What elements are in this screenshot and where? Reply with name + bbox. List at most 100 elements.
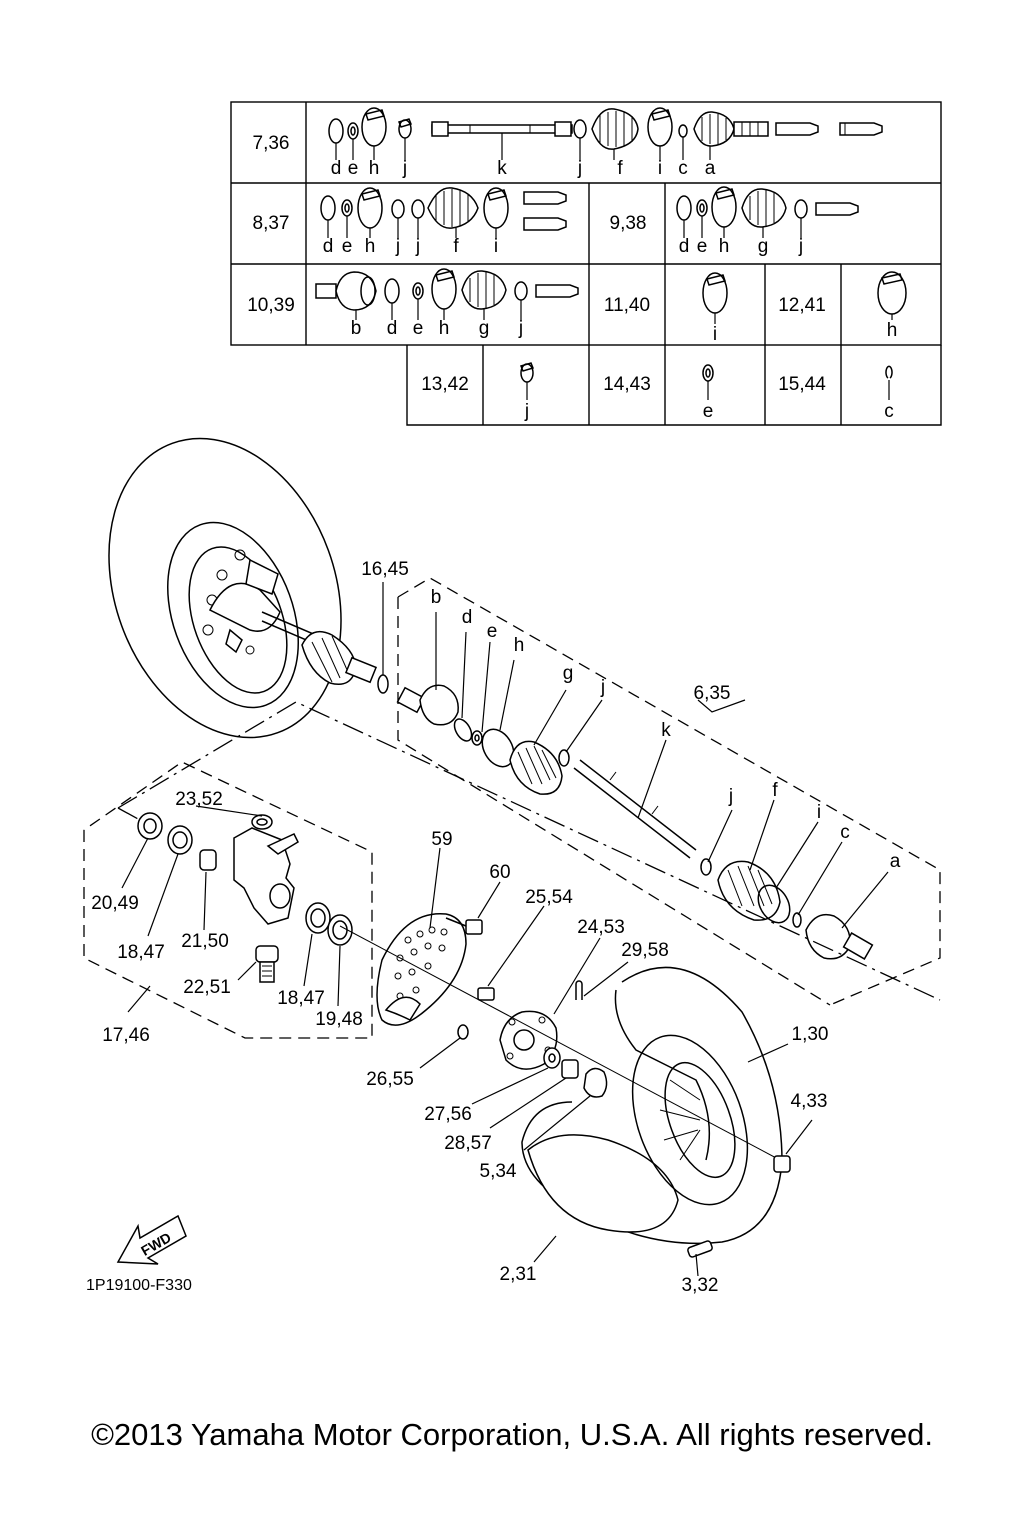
kit-part-letter: i — [494, 236, 498, 257]
callout-20-49: 20,49 — [91, 893, 139, 914]
kit-part-letter: e — [413, 318, 424, 339]
kit-row-10-39-leaders — [355, 299, 522, 320]
axle-part-letter: j — [728, 786, 733, 807]
kit-row-10-39-parts — [315, 268, 579, 311]
kit-part-letter: c — [678, 158, 688, 179]
callout-2-31: 2,31 — [500, 1264, 537, 1285]
axle-part-letter: k — [661, 720, 671, 741]
kit-part-letter: e — [697, 236, 708, 257]
kit-part-letter: i — [713, 324, 717, 345]
axle-assembly-parts — [377, 674, 874, 960]
callout-16-45: 16,45 — [361, 559, 409, 580]
kit-small-parts — [519, 362, 893, 400]
axle-part-letter: g — [563, 663, 574, 684]
kit-part-letter: h — [365, 236, 376, 257]
callout-1-30: 1,30 — [792, 1024, 829, 1045]
callout-19-48: 19,48 — [315, 1009, 363, 1030]
axle-part-letter: h — [514, 635, 525, 656]
callout-21-50: 21,50 — [181, 931, 229, 952]
kit-row-9-38-parts — [676, 186, 859, 228]
kit-part-letter: j — [402, 158, 407, 179]
kit-row-label: 9,38 — [610, 213, 647, 234]
kit-table: 7,36 8,37 9,38 10,39 11,40 12,41 13,42 1… — [230, 101, 942, 426]
callout-18-47-inner: 18,47 — [277, 988, 325, 1009]
kit-row-7-36-parts — [328, 107, 883, 150]
axle-assembly-box — [397, 577, 941, 1006]
callout-27-56: 27,56 — [424, 1104, 472, 1125]
kit-part-letter: j — [798, 236, 803, 257]
callout-29-58: 29,58 — [621, 940, 669, 961]
kit-part-letter: f — [617, 158, 623, 179]
kit-part-letter: c — [884, 401, 894, 422]
callout-6-35: 6,35 — [694, 683, 731, 704]
kit-part-letter: j — [577, 158, 582, 179]
kit-part-letter: e — [703, 401, 714, 422]
kit-part-letter: j — [524, 401, 529, 422]
callout-28-57: 28,57 — [444, 1133, 492, 1154]
kit-part-letter: i — [658, 158, 662, 179]
kit-row-label: 11,40 — [604, 295, 650, 316]
axle-part-letter: f — [772, 780, 778, 801]
kit-part-letter: f — [453, 236, 459, 257]
kit-part-letter: e — [342, 236, 353, 257]
hub-parts — [339, 881, 781, 1161]
callout-18-47-outer: 18,47 — [117, 942, 165, 963]
callout-25-54: 25,54 — [525, 887, 573, 908]
axle-part-letter: c — [840, 822, 850, 843]
axle-part-letter: a — [890, 851, 901, 872]
knuckle-assembly-box — [83, 701, 941, 1039]
kit-row-label: 12,41 — [778, 295, 826, 316]
callout-24-53: 24,53 — [577, 917, 625, 938]
kit-part-letter: e — [348, 158, 359, 179]
assembled-wheel-illustration — [108, 437, 378, 739]
kit-part-letter: h — [439, 318, 450, 339]
kit-part-letter: j — [395, 236, 400, 257]
kit-part-letter: h — [369, 158, 380, 179]
axle-leaders — [382, 582, 889, 929]
kit-table-frame — [230, 101, 942, 346]
kit-row-label: 8,37 — [253, 213, 290, 234]
callout-3-32: 3,32 — [682, 1275, 719, 1296]
kit-row-label: 10,39 — [247, 295, 295, 316]
callout-17-46: 17,46 — [102, 1025, 150, 1046]
callout-26-55: 26,55 — [366, 1069, 414, 1090]
axle-part-letter: e — [487, 621, 498, 642]
axle-part-letter: j — [600, 677, 605, 698]
kit-part-letter: g — [758, 236, 769, 257]
callout-23-52: 23,52 — [175, 789, 223, 810]
callout-5-34: 5,34 — [480, 1161, 517, 1182]
kit-clamp-parts — [702, 271, 907, 324]
fwd-arrow-icon: FWD — [116, 1214, 187, 1265]
knuckle-parts — [137, 812, 353, 983]
axle-part-letter: b — [431, 587, 442, 608]
knuckle-leaders — [121, 805, 341, 1013]
kit-row-label: 14,43 — [603, 374, 651, 395]
kit-part-letter: d — [331, 158, 342, 179]
kit-row-7-36-leaders — [335, 133, 711, 160]
kit-part-letter: h — [887, 320, 898, 341]
kit-row-label: 13,42 — [421, 374, 469, 395]
kit-part-letter: k — [497, 158, 507, 179]
kit-row-8-37-parts — [320, 187, 567, 231]
kit-row-9-38-leaders — [683, 216, 802, 238]
kit-part-letter: h — [719, 236, 730, 257]
kit-row-8-37-leaders — [327, 216, 497, 238]
kit-part-letter: b — [351, 318, 362, 339]
axle-part-letter: i — [817, 802, 821, 823]
kit-part-letter: d — [679, 236, 690, 257]
kit-part-letter: a — [705, 158, 716, 179]
callout-4-33: 4,33 — [791, 1091, 828, 1112]
kit-part-letter: j — [415, 236, 420, 257]
diagram-code: 1P19100-F330 — [86, 1277, 192, 1294]
kit-part-letter: g — [479, 318, 490, 339]
wheel-rim-and-tire — [521, 966, 813, 1277]
copyright-notice: ©2013 Yamaha Motor Corporation, U.S.A. A… — [91, 1417, 933, 1452]
kit-row-label: 15,44 — [778, 374, 826, 395]
axle-part-letter: d — [462, 607, 473, 628]
kit-part-letter: d — [323, 236, 334, 257]
brake-disc — [376, 847, 467, 1026]
kit-part-letter: d — [387, 318, 398, 339]
callout-22-51: 22,51 — [183, 977, 231, 998]
kit-row-label: 7,36 — [253, 133, 290, 154]
